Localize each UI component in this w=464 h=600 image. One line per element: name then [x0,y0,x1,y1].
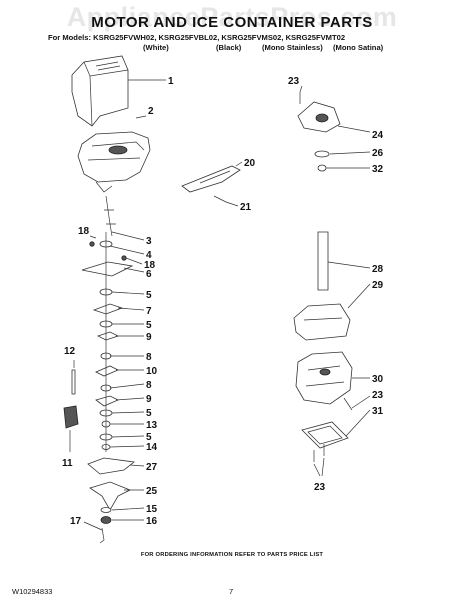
callout-5a: 5 [146,290,152,301]
callout-3: 3 [146,236,152,247]
callout-5b: 5 [146,320,152,331]
callout-29: 29 [372,280,384,291]
pin-12 [71,369,76,395]
callout-5c: 5 [146,408,152,419]
callout-20: 20 [244,158,256,169]
callout-23b: 23 [372,390,384,401]
callout-10: 10 [146,366,158,377]
variant-mono-satina: (Mono Satina) [333,43,384,52]
screw-17 [99,527,105,544]
bracket-11 [63,405,79,429]
callout-24: 24 [372,130,384,141]
callout-26: 26 [372,148,384,159]
shaft-28 [317,231,329,291]
models-line: For Models: KSRG25FVWH02, KSRG25FVBL02, … [48,33,346,42]
nut-16 [100,516,112,524]
callout-18a: 18 [78,226,90,237]
gasket-31 [301,421,349,449]
callout-17: 17 [70,516,82,527]
part-3-rod [104,195,116,237]
crusher-25 [89,481,131,511]
callout-25: 25 [146,486,158,497]
auger-stack [81,232,134,452]
variant-white: (White) [143,43,169,52]
callout-13: 13 [146,420,158,431]
callout-30: 30 [372,374,384,385]
callout-31: 31 [372,406,384,417]
ring-32 [317,164,327,172]
callout-2: 2 [148,106,154,117]
page-title: MOTOR AND ICE CONTAINER PARTS [91,14,373,31]
callout-16: 16 [146,516,158,527]
callout-5d: 5 [146,432,152,443]
washer-15 [100,507,112,513]
callout-23c: 23 [314,482,326,493]
callout-32: 32 [372,164,384,175]
callout-1: 1 [168,76,174,87]
watermark: AppliancePartsPros.com [66,2,398,32]
ordering-footer: FOR ORDERING INFORMATION REFER TO PARTS … [140,552,324,558]
clip-20 [181,165,241,193]
callout-8b: 8 [146,380,152,391]
callout-8a: 8 [146,352,152,363]
callout-21: 21 [240,202,252,213]
motor-30 [295,351,353,405]
callout-6: 6 [146,269,152,280]
auger-housing [77,131,151,193]
page-number: 7 [229,587,234,596]
screw-23-mid [343,397,353,411]
washer-26 [314,150,330,158]
leader-lines [69,79,371,531]
callout-18b: 18 [144,260,156,271]
motor-cover-29 [293,303,351,341]
callout-4: 4 [146,250,152,261]
callout-9a: 9 [146,332,152,343]
callout-12: 12 [64,346,76,357]
callout-28: 28 [372,264,384,275]
callout-15: 15 [146,504,158,515]
variant-mono-stainless: (Mono Stainless) [262,43,323,52]
document-number: W10294833 [12,587,53,596]
variant-black: (Black) [216,43,242,52]
callout-27: 27 [146,462,158,473]
blade-27 [87,457,135,475]
callout-14: 14 [146,442,158,453]
callout-9b: 9 [146,394,152,405]
callout-23a: 23 [288,76,300,87]
screw-21 [213,195,227,203]
ice-container-cover [71,55,129,127]
callout-7: 7 [146,306,152,317]
callout-11: 11 [62,458,73,469]
